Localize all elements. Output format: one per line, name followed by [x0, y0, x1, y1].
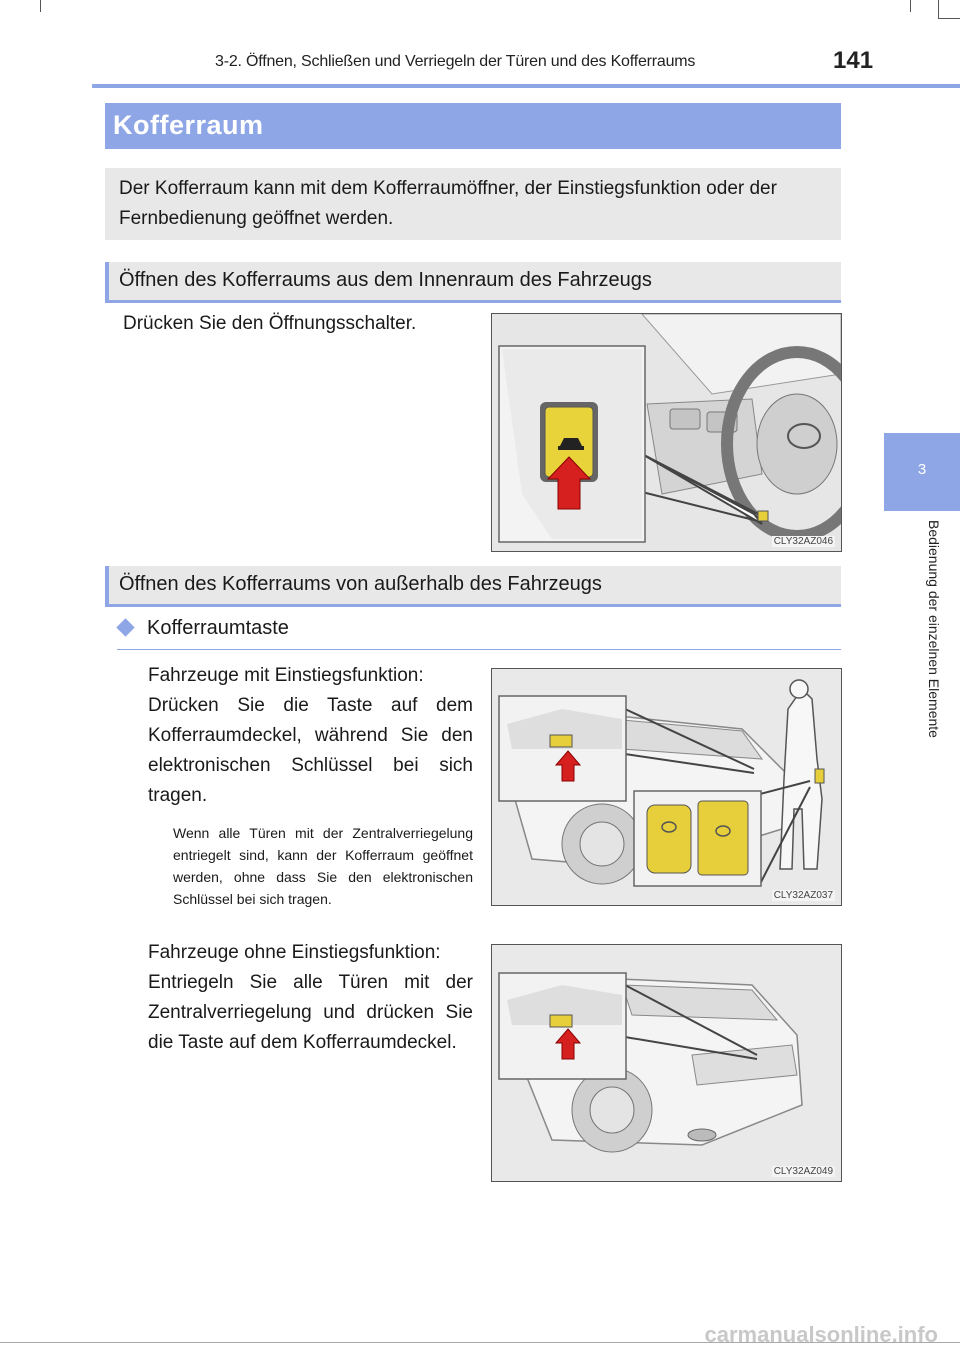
interior-illustration: CLY32AZ046	[491, 313, 842, 552]
intro-text: Der Kofferraum kann mit dem Kofferraumöf…	[119, 178, 777, 229]
section-title: Kofferraum	[113, 110, 264, 140]
subheading-text: Kofferraumtaste	[147, 617, 289, 639]
intro-box: Der Kofferraum kann mit dem Kofferraumöf…	[105, 168, 841, 240]
heading-accent	[105, 566, 109, 607]
heading-inside: Öffnen des Kofferraums aus dem Innenraum…	[105, 262, 841, 303]
heading-outside-text: Öffnen des Kofferraums von außerhalb des…	[119, 573, 602, 595]
section-title-bar: Kofferraum	[105, 103, 841, 149]
with-entry-text: Drücken Sie die Taste auf dem Kofferraum…	[148, 695, 473, 806]
image-code: CLY32AZ046	[771, 536, 835, 547]
crop-mark	[938, 18, 960, 19]
chapter-title: Bedienung der einzelnen Elemente	[926, 520, 942, 738]
without-entry-title: Fahrzeuge ohne Einstiegsfunktion:	[148, 942, 441, 963]
crop-mark	[0, 1342, 960, 1343]
running-header: 3-2. Öffnen, Schließen und Verriegeln de…	[215, 53, 696, 70]
trunk-rear-drawing	[492, 945, 841, 1181]
header-rule	[92, 84, 960, 88]
heading-accent	[105, 262, 109, 303]
heading-outside: Öffnen des Kofferraums von außerhalb des…	[105, 566, 841, 607]
diamond-bullet-icon	[116, 618, 135, 637]
crop-mark	[40, 0, 41, 12]
page-number: 141	[833, 47, 874, 74]
crop-mark	[910, 0, 911, 12]
subheading-row: Kofferraumtaste	[116, 617, 841, 650]
trunk-rear-illustration: CLY32AZ049	[491, 944, 842, 1182]
inside-instruction: Drücken Sie den Öffnungsschalter.	[123, 313, 417, 334]
interior-drawing	[492, 314, 841, 551]
image-code: CLY32AZ049	[771, 1166, 835, 1177]
chapter-number: 3	[917, 461, 927, 478]
chapter-tab: 3	[884, 433, 960, 511]
with-entry-title: Fahrzeuge mit Einstiegsfunktion:	[148, 665, 424, 686]
with-entry-note: Wenn alle Türen mit der Zentralverriegel…	[173, 825, 473, 907]
trunk-entry-illustration: CLY32AZ037	[491, 668, 842, 906]
crop-mark	[938, 0, 939, 18]
watermark: carmanualsonline.info	[704, 1322, 939, 1347]
without-entry-text: Entriegeln Sie alle Türen mit der Zentra…	[148, 972, 473, 1053]
heading-inside-text: Öffnen des Kofferraums aus dem Innenraum…	[119, 269, 652, 291]
trunk-entry-drawing	[492, 669, 841, 905]
image-code: CLY32AZ037	[771, 890, 835, 901]
chapter-side-label: Bedienung der einzelnen Elemente	[924, 520, 944, 800]
